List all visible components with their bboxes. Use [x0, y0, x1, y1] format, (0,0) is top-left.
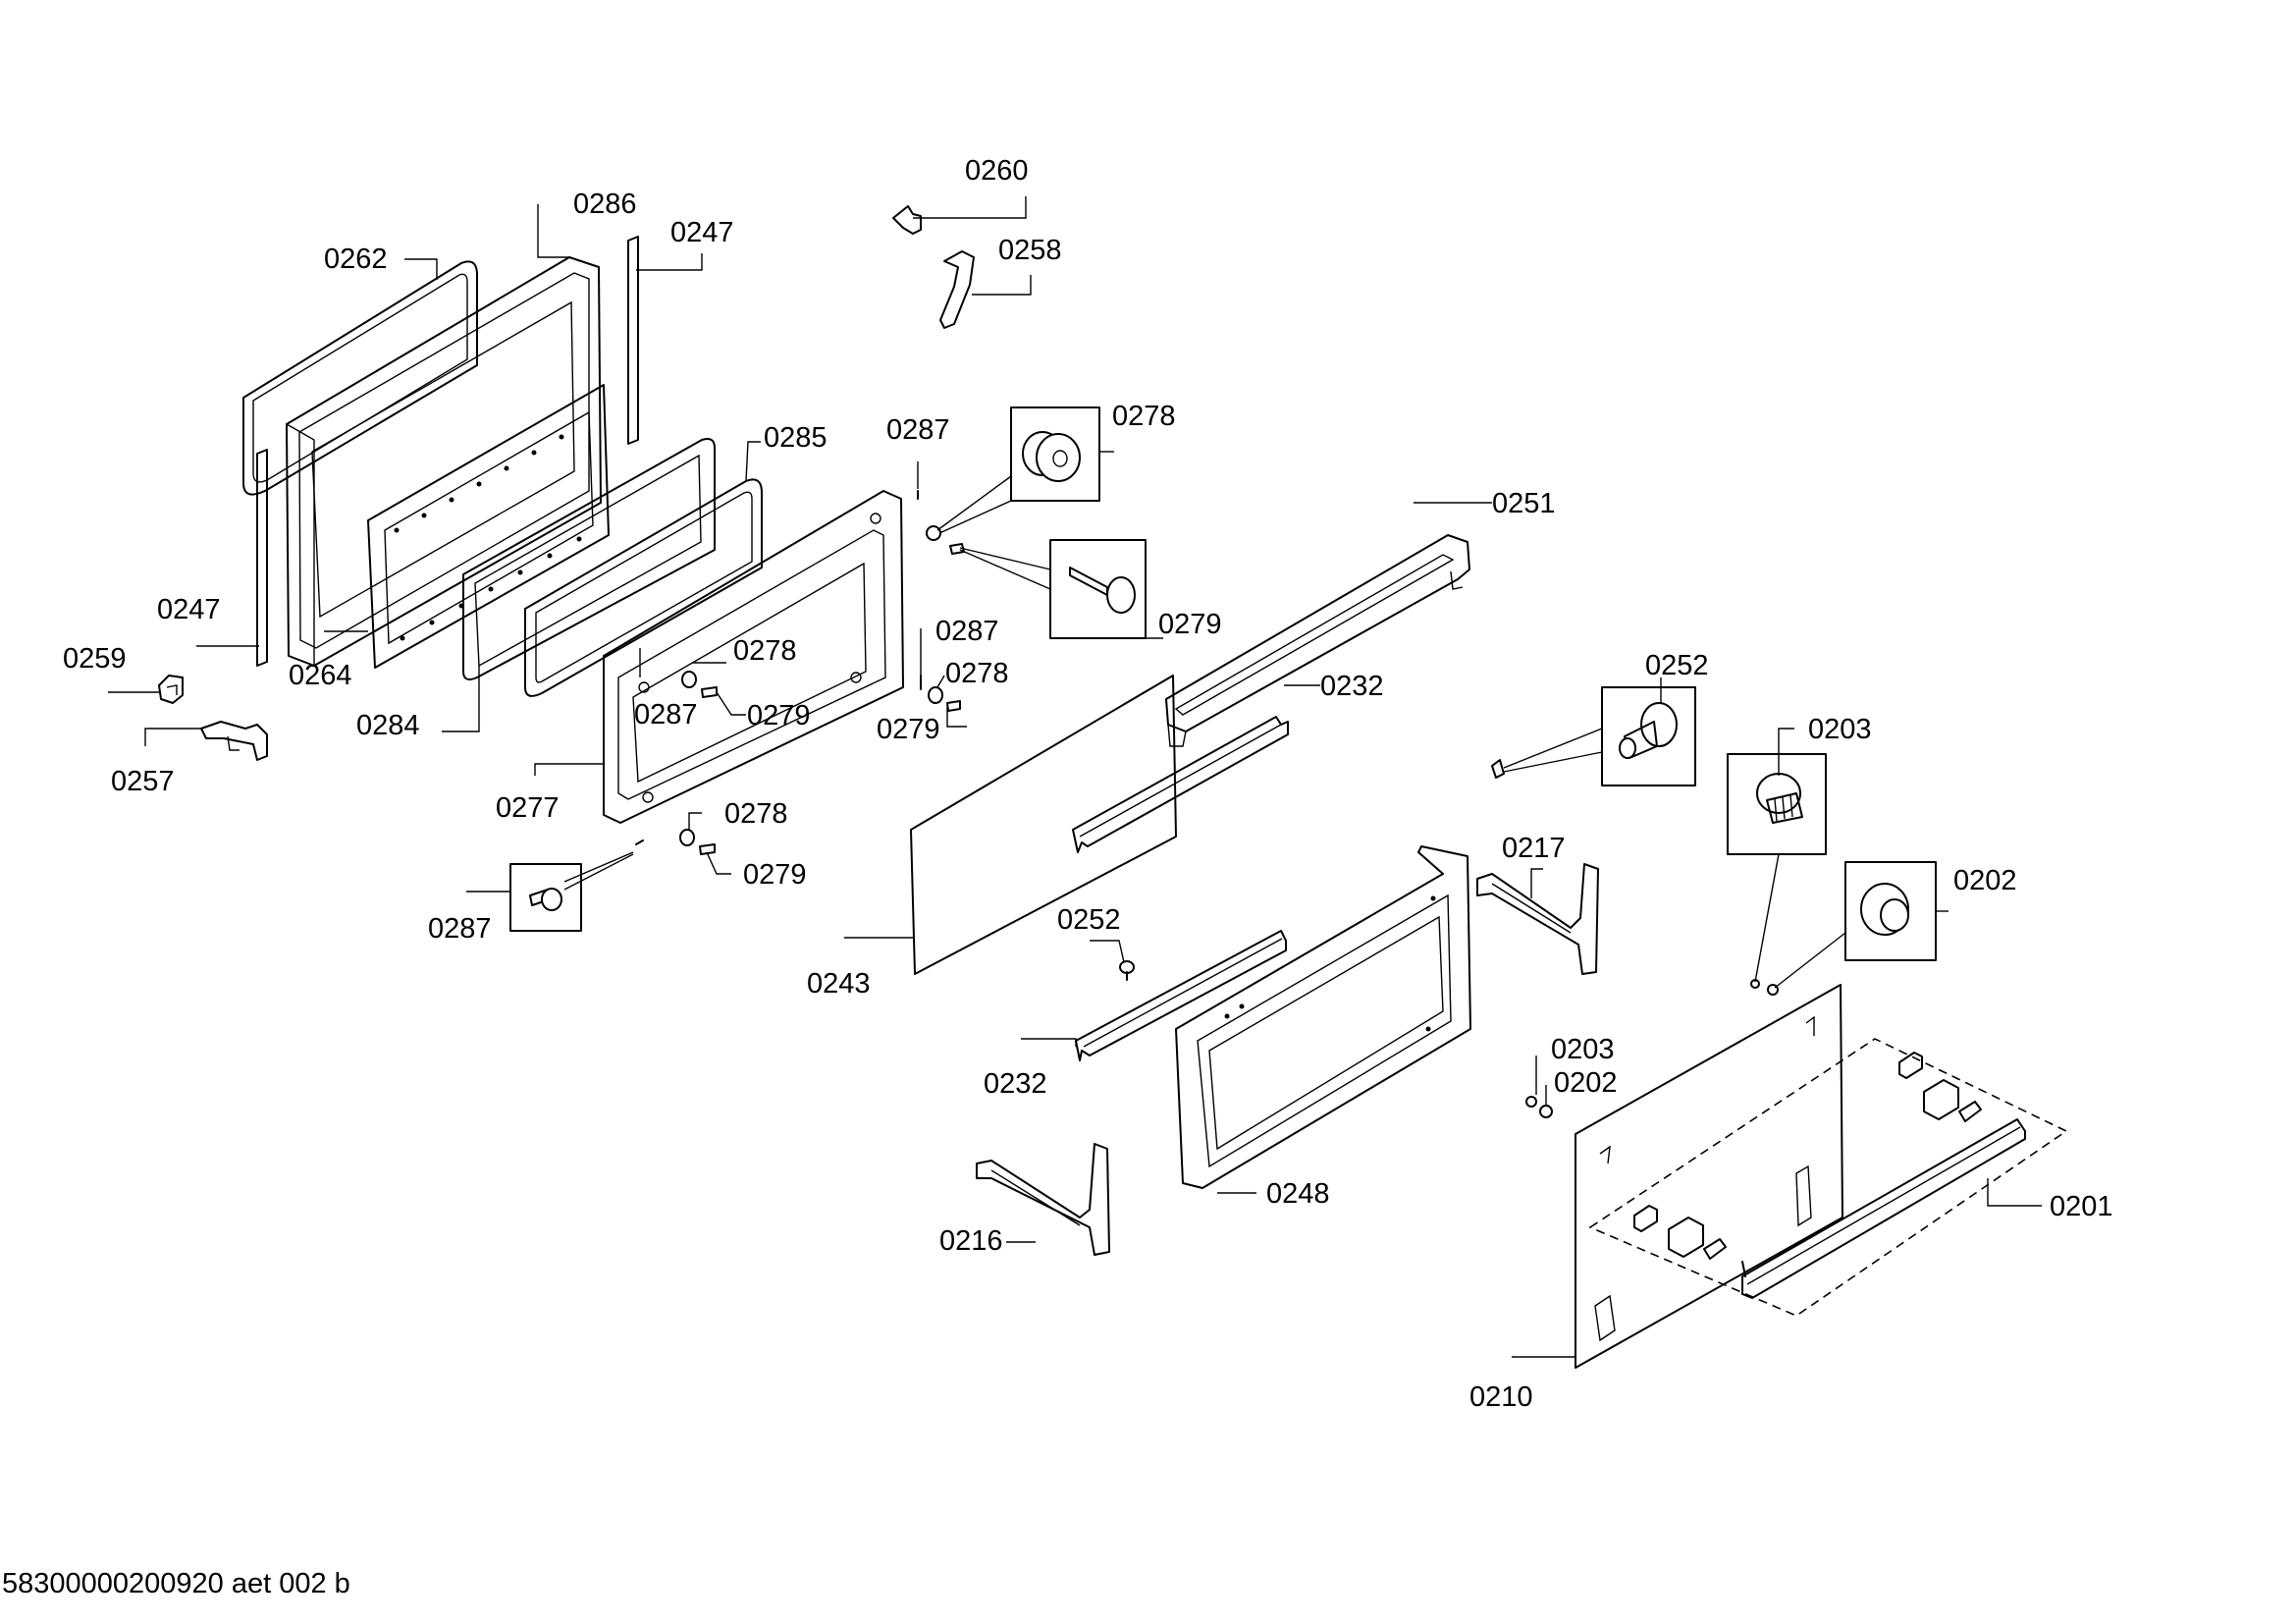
- part-label-0284[interactable]: 0284: [356, 710, 420, 741]
- seal-strip-0247-right: [627, 236, 639, 445]
- part-label-0278-mid-left[interactable]: 0278: [733, 635, 797, 667]
- part-label-0286[interactable]: 0286: [573, 189, 637, 220]
- front-panel-0210-drawing: [1575, 984, 1843, 1369]
- hinge-part-0259-drawing: [158, 675, 184, 704]
- part-label-0247-left[interactable]: 0247: [157, 594, 221, 625]
- hinge-part-0257-drawing: [200, 721, 268, 761]
- top-rail-0251-drawing: [1165, 534, 1470, 747]
- part-label-0285[interactable]: 0285: [764, 422, 828, 454]
- part-label-0260[interactable]: 0260: [965, 155, 1029, 187]
- part-label-0217[interactable]: 0217: [1502, 833, 1566, 864]
- screw-callout-0287: [509, 851, 634, 932]
- part-label-0248[interactable]: 0248: [1266, 1178, 1330, 1210]
- door-inner-frame-0248-drawing: [1175, 845, 1471, 1189]
- part-label-0210[interactable]: 0210: [1469, 1381, 1533, 1413]
- knob-callout-0252: [1491, 686, 1696, 786]
- part-label-0202-top[interactable]: 0202: [1953, 865, 2017, 896]
- hinge-part-0260-drawing: [892, 205, 922, 235]
- control-assembly-0201-drawing: [1588, 1038, 2068, 1317]
- part-drawings: [108, 196, 2068, 1369]
- inner-frame-0277-drawing: [603, 490, 904, 824]
- part-label-0262[interactable]: 0262: [324, 244, 388, 275]
- gasket-0262-drawing: [242, 260, 478, 496]
- part-label-0257[interactable]: 0257: [111, 766, 175, 797]
- part-label-0278-top[interactable]: 0278: [1112, 401, 1176, 432]
- document-code: 58300000200920 aet 002 b: [2, 1568, 350, 1599]
- part-label-0201[interactable]: 0201: [2050, 1191, 2113, 1222]
- part-label-0287-bottom[interactable]: 0287: [428, 913, 492, 945]
- side-bracket-0216-drawing: [976, 1143, 1110, 1256]
- small-roller-0278-top: [926, 475, 1051, 590]
- bracket-0232-bottom-drawing: [1075, 930, 1287, 1061]
- part-label-0202-bottom[interactable]: 0202: [1554, 1067, 1618, 1099]
- glass-sheet-0243-drawing: [910, 675, 1177, 975]
- door-frame-0286-drawing: [286, 256, 602, 667]
- part-labels: 0286 0247 0262 0260 0258 0278 0285 0287 …: [63, 155, 2113, 1413]
- knob-callout-0203: [1727, 753, 1827, 989]
- part-label-0277[interactable]: 0277: [496, 792, 560, 824]
- seal-strip-0247-left: [256, 449, 268, 667]
- hinge-part-0258-drawing: [939, 250, 975, 329]
- part-label-0278-mid-right[interactable]: 0278: [945, 658, 1009, 689]
- part-label-0258[interactable]: 0258: [998, 235, 1062, 266]
- gasket-0285-drawing: [524, 478, 763, 697]
- part-label-0203-top[interactable]: 0203: [1808, 714, 1872, 745]
- part-label-0278-bottom[interactable]: 0278: [724, 798, 788, 830]
- side-bracket-0217-drawing: [1476, 863, 1599, 975]
- part-label-0279-mid-right[interactable]: 0279: [877, 714, 940, 745]
- part-label-0247-right[interactable]: 0247: [670, 217, 734, 248]
- part-label-0203-bottom[interactable]: 0203: [1551, 1034, 1615, 1065]
- part-label-0287-top[interactable]: 0287: [886, 414, 950, 446]
- part-label-0287-mid-right[interactable]: 0287: [935, 616, 999, 647]
- part-label-0279-top[interactable]: 0279: [1158, 609, 1222, 640]
- small-knobs-0203-0202: [1525, 1096, 1553, 1118]
- bracket-0232-top-drawing: [1072, 716, 1289, 853]
- knob-callout-0202: [1767, 861, 1937, 996]
- part-label-0251[interactable]: 0251: [1492, 488, 1556, 519]
- part-label-0216[interactable]: 0216: [939, 1225, 1003, 1257]
- pin-callout-0279: [1049, 539, 1147, 639]
- part-label-0287-mid-left[interactable]: 0287: [634, 699, 698, 731]
- part-label-0264[interactable]: 0264: [289, 660, 352, 691]
- part-label-0279-bottom[interactable]: 0279: [743, 859, 807, 891]
- part-label-0252-top[interactable]: 0252: [1645, 650, 1709, 681]
- part-label-0243[interactable]: 0243: [807, 968, 871, 1000]
- part-label-0232-bottom[interactable]: 0232: [984, 1068, 1047, 1100]
- part-label-0259[interactable]: 0259: [63, 643, 127, 675]
- screw-0252-bottom: [1119, 960, 1135, 981]
- glass-pane-0284-drawing: [462, 438, 716, 680]
- roller-callout-0278: [1010, 406, 1100, 502]
- part-label-0252-bottom[interactable]: 0252: [1057, 904, 1121, 936]
- part-label-0232-top[interactable]: 0232: [1320, 671, 1384, 702]
- small-parts-mid: [635, 490, 961, 855]
- inner-seal-0264-drawing: [367, 384, 610, 669]
- leader-lines: [108, 196, 2042, 1358]
- part-label-0279-mid-left[interactable]: 0279: [747, 700, 811, 731]
